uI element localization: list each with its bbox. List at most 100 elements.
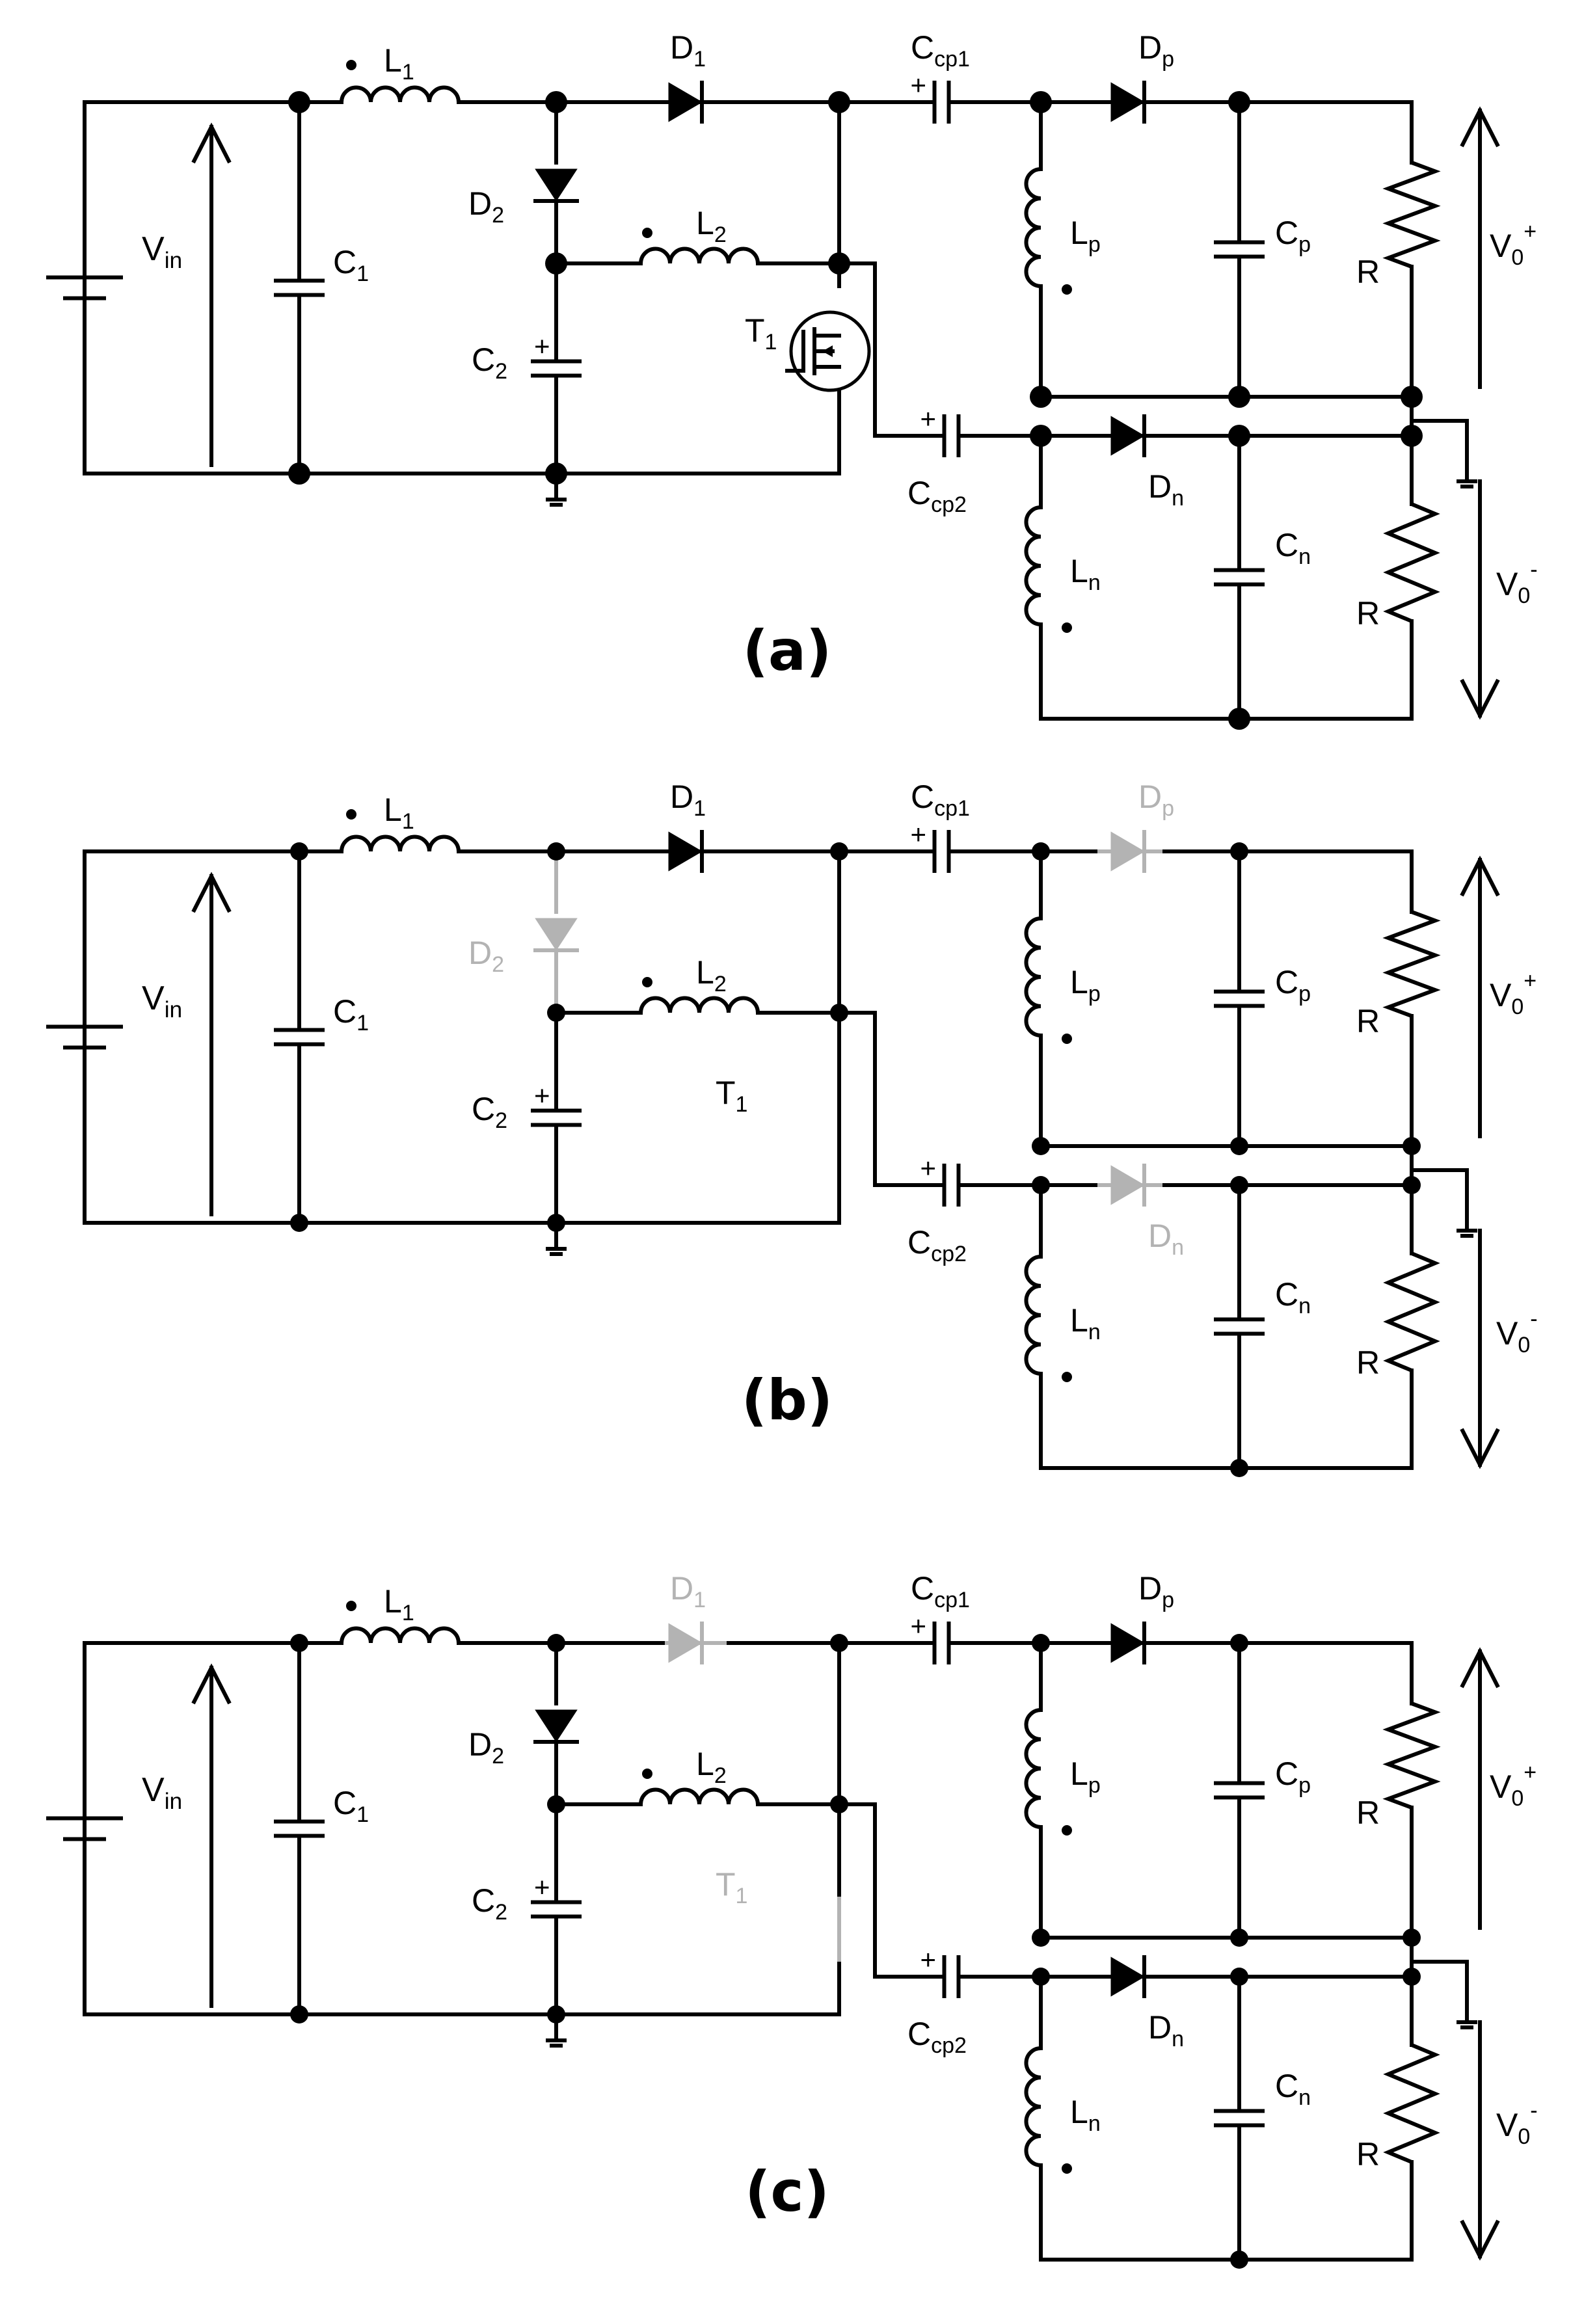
arrow-icon (1460, 106, 1500, 389)
polarity-dot (1062, 1825, 1072, 1836)
ccp2-label: Ccp2 (907, 2016, 967, 2058)
inductor-icon (340, 1626, 461, 1644)
polarized-capacitor-icon: + (902, 1610, 981, 1664)
lp-label: Lp (1070, 964, 1101, 1006)
r-bot-label: R (1356, 595, 1380, 632)
ccp1-label: Ccp1 (911, 29, 970, 72)
capacitor-icon (1214, 849, 1265, 1148)
cn-label: Cn (1275, 527, 1311, 569)
arrow-icon (1460, 479, 1500, 720)
inductor-icon (1024, 167, 1041, 288)
l2-label: L2 (696, 205, 727, 247)
inductor-icon (1024, 2046, 1041, 2167)
diode-icon (668, 1622, 704, 1664)
l1-label: L1 (384, 1583, 414, 1625)
t1-label: T1 (745, 312, 777, 354)
junction-dot (1230, 1634, 1248, 1652)
junction-dot (547, 1004, 565, 1022)
polarity-plus-sign: + (920, 1944, 937, 1975)
lp-label: Lp (1070, 1756, 1101, 1798)
inductor-icon (1024, 1708, 1041, 1829)
junction-dot (288, 462, 310, 485)
capacitor-icon (1214, 1183, 1265, 1470)
junction-dot (1403, 1176, 1421, 1194)
c2-label: C2 (472, 1091, 507, 1133)
r-top-label: R (1356, 1003, 1380, 1039)
polarized-capacitor-icon: + (915, 403, 987, 457)
resistor-icon (1382, 1702, 1441, 1810)
junction-dot (1230, 1176, 1248, 1194)
wires (83, 1641, 1469, 2262)
r-bot-label: R (1356, 2136, 1380, 2172)
c1-label: C1 (333, 1785, 369, 1827)
junction-dot (545, 252, 567, 274)
capacitor-icon (274, 849, 325, 1225)
junction-dot (545, 91, 567, 113)
junction-dot (545, 462, 567, 485)
junction-dot (1032, 842, 1050, 861)
ground-icon (1457, 1203, 1477, 1238)
dc-source-icon (46, 219, 123, 356)
panel-caption: (b) (742, 1368, 833, 1433)
vo-pos-label: V0+ (1490, 968, 1537, 1019)
polarity-plus-sign: + (534, 331, 550, 362)
dp-label: Dp (1138, 1570, 1174, 1612)
junction-dot (1403, 1137, 1421, 1155)
vo-pos-label: V0+ (1490, 1760, 1537, 1811)
c1-label: C1 (333, 244, 369, 286)
lp-label: Lp (1070, 215, 1101, 257)
l2-label: L2 (696, 1746, 727, 1788)
junction-dot (1228, 91, 1250, 113)
junction-dot (830, 1634, 848, 1652)
polarity-dot (1062, 284, 1072, 295)
junction-dot (1230, 1968, 1248, 1986)
vin-label: Vin (142, 980, 182, 1022)
cp-label: Cp (1275, 215, 1311, 257)
ln-label: Ln (1070, 1302, 1101, 1344)
junction-dot (1230, 842, 1248, 861)
dn-label: Dn (1148, 468, 1184, 511)
inductor-icon (1024, 916, 1041, 1037)
d1-label: D1 (670, 1570, 706, 1612)
junction-dot (828, 91, 850, 113)
arrow-icon (1460, 1647, 1500, 1930)
junction-dot (1030, 386, 1052, 408)
ccp1-label: Ccp1 (911, 779, 970, 821)
resistor-icon (1382, 161, 1441, 269)
vo-neg-label: V0- (1496, 1307, 1538, 1357)
diode-icon (668, 830, 704, 873)
polarity-dot (642, 228, 652, 238)
junction-dot (290, 2005, 308, 2023)
junction-dot (1230, 1929, 1248, 1947)
junction-dot (1032, 1968, 1050, 1986)
l2-label: L2 (696, 954, 727, 996)
capacitor-icon (1214, 100, 1265, 399)
vo-pos-label: V0+ (1490, 219, 1537, 270)
capacitor-icon (1214, 434, 1265, 721)
polarized-capacitor-icon: + (902, 819, 981, 873)
polarity-dot (346, 809, 356, 820)
diode-icon (1110, 1164, 1146, 1207)
junction-dot (1032, 1634, 1050, 1652)
junction-dot (830, 1004, 848, 1022)
junction-dot (1230, 1459, 1248, 1477)
d2-label: D2 (468, 1726, 504, 1769)
arrow-icon (191, 872, 232, 1216)
wires (83, 849, 1469, 1470)
polarity-plus-sign: + (534, 1872, 550, 1903)
junction-dot (830, 1795, 848, 1813)
diode-icon (668, 81, 704, 124)
diode-icon (1110, 414, 1146, 457)
inductor-icon (639, 1787, 760, 1805)
polarized-capacitor-icon: + (902, 70, 981, 124)
resistor-icon (1383, 502, 1440, 623)
polarity-dot (642, 977, 652, 987)
polarity-dot (1062, 622, 1072, 633)
junction-dot (547, 2005, 565, 2023)
inductor-icon (639, 996, 760, 1013)
polarity-plus-sign: + (911, 1610, 927, 1641)
junction-dot (547, 1795, 565, 1813)
junction-dot (1030, 91, 1052, 113)
